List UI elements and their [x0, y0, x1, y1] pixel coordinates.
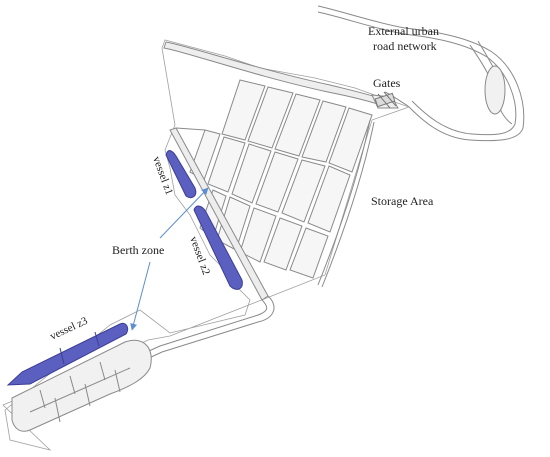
vessel-z1-hull: [165, 150, 197, 199]
vessel-z2-hull: [193, 205, 243, 290]
road-interchange-loop: [484, 65, 506, 115]
storage-area-label: Storage Area: [371, 194, 434, 208]
berth-zone-label: Berth zone: [112, 243, 164, 257]
vessel-z3-label: vessel z3: [48, 315, 90, 343]
gates-structure: [374, 91, 397, 109]
berth-zone-arrows: [130, 187, 209, 331]
external-road-label-line1: External urban: [368, 24, 439, 38]
lower-quay: [11, 339, 152, 432]
vessel-z3-hull: [6, 322, 129, 386]
gates-label: Gates: [373, 76, 401, 90]
external-road-label-line2: road network: [373, 39, 437, 53]
